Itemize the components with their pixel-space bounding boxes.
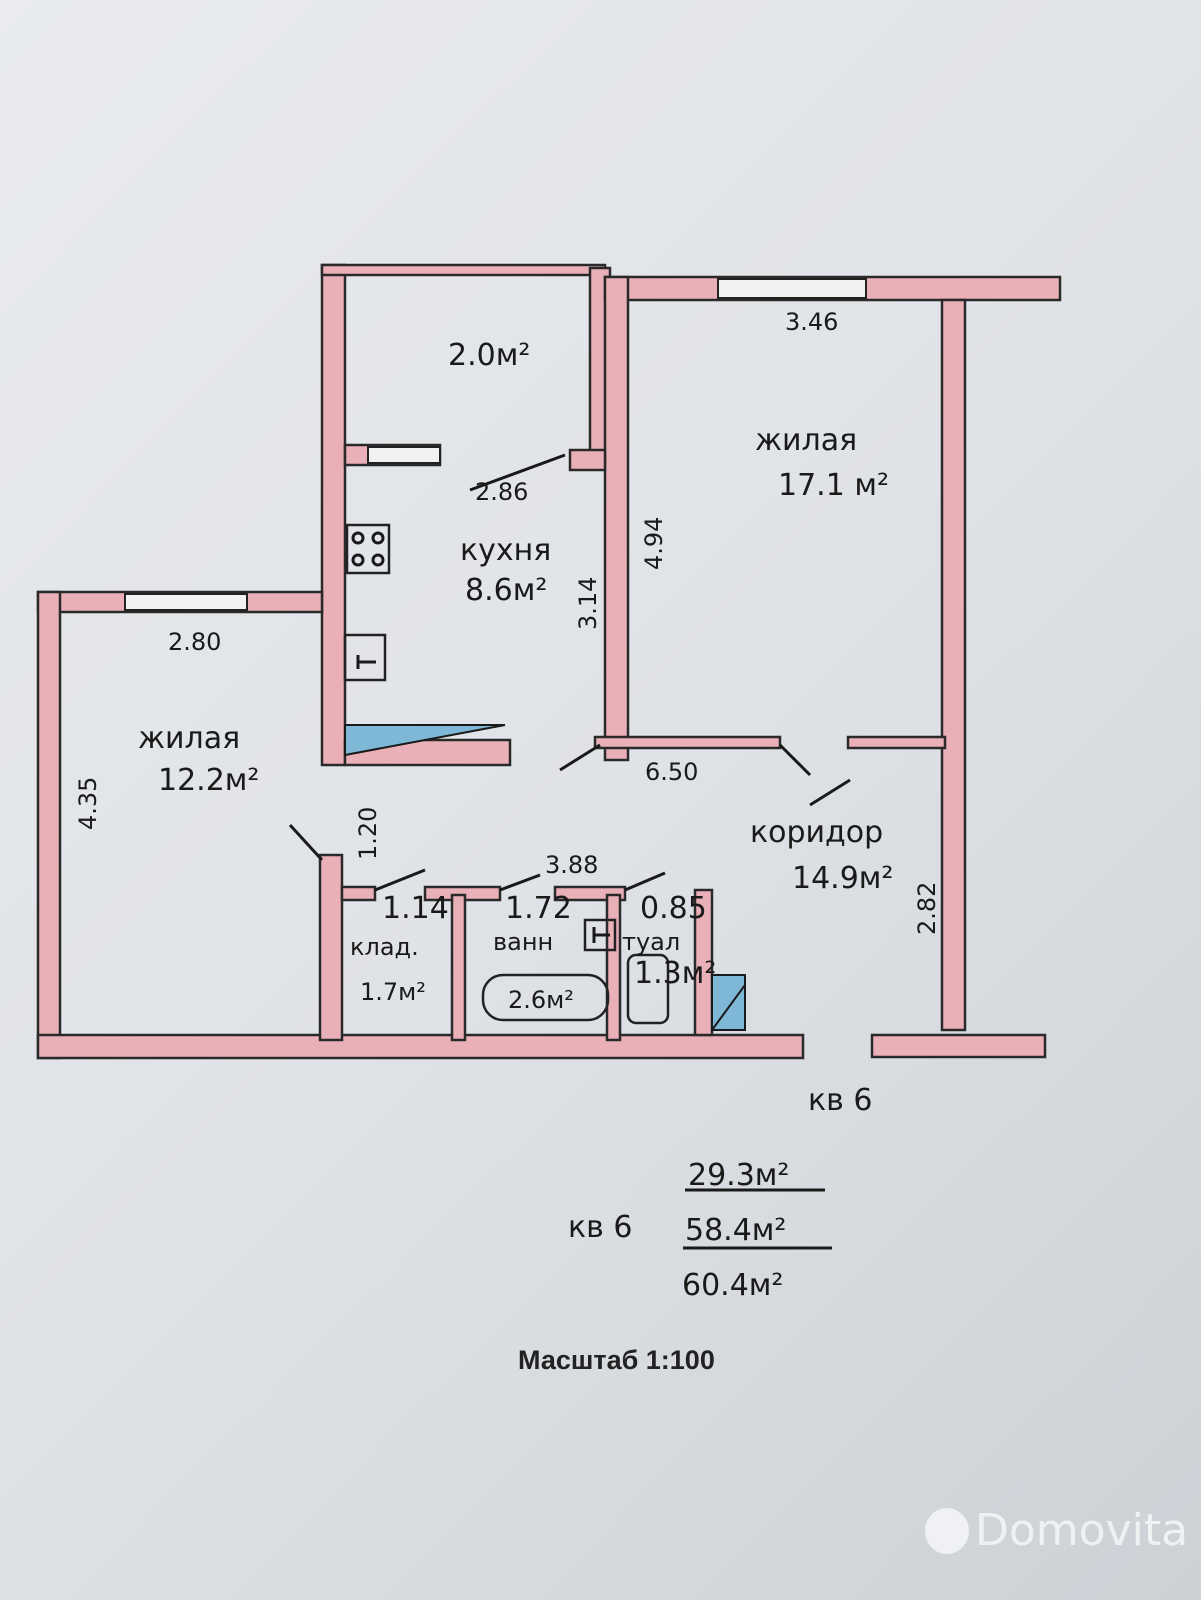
svg-text:12.2м²: 12.2м² bbox=[158, 763, 259, 798]
walls bbox=[36, 263, 1062, 1060]
watermark: Domovita bbox=[925, 1505, 1188, 1556]
svg-text:коридор: коридор bbox=[750, 815, 883, 850]
svg-text:3.14: 3.14 bbox=[574, 577, 602, 630]
area-summary: кв 6 29.3м² 58.4м² 60.4м² bbox=[568, 1158, 832, 1303]
svg-text:2.82: 2.82 bbox=[913, 882, 941, 935]
kitchen-counter bbox=[344, 724, 506, 757]
svg-text:2.6м²: 2.6м² bbox=[508, 986, 574, 1014]
svg-text:4.94: 4.94 bbox=[640, 517, 668, 570]
watermark-text: Domovita bbox=[975, 1505, 1189, 1556]
windows bbox=[124, 278, 867, 611]
svg-text:1.14: 1.14 bbox=[382, 891, 449, 926]
logo-icon bbox=[925, 1507, 969, 1554]
svg-text:6.50: 6.50 bbox=[645, 758, 698, 786]
svg-text:0.85: 0.85 bbox=[640, 891, 707, 926]
svg-text:17.1 м²: 17.1 м² bbox=[778, 468, 889, 503]
svg-text:кв 6: кв 6 bbox=[568, 1210, 632, 1245]
svg-text:1.3м²: 1.3м² bbox=[634, 956, 716, 991]
svg-text:жилая: жилая bbox=[138, 721, 240, 756]
svg-text:8.6м²: 8.6м² bbox=[465, 573, 547, 608]
svg-text:60.4м²: 60.4м² bbox=[682, 1268, 783, 1303]
shaft bbox=[711, 974, 746, 1031]
svg-text:3.46: 3.46 bbox=[785, 308, 838, 336]
dimension-labels: 3.46 2.86 4.94 3.14 2.80 4.35 6.50 1.20 … bbox=[74, 308, 941, 935]
fixtures bbox=[343, 523, 746, 1031]
svg-text:клад.: клад. bbox=[350, 933, 419, 961]
svg-text:2.86: 2.86 bbox=[475, 478, 528, 506]
room-labels: 2.0м² кухня 8.6м² жилая 17.1 м² жилая 12… bbox=[138, 338, 893, 1014]
svg-text:2.80: 2.80 bbox=[168, 628, 221, 656]
svg-text:58.4м²: 58.4м² bbox=[685, 1213, 786, 1248]
svg-text:4.35: 4.35 bbox=[74, 777, 102, 830]
svg-text:ванн: ванн bbox=[493, 928, 553, 956]
svg-text:1.7м²: 1.7м² bbox=[360, 978, 426, 1006]
toilet-icon bbox=[626, 953, 670, 1025]
apartment-label: кв 6 bbox=[808, 1083, 872, 1118]
bathtub-icon bbox=[481, 973, 610, 1022]
svg-text:туал: туал bbox=[622, 928, 680, 956]
stove-icon bbox=[345, 523, 391, 575]
svg-text:жилая: жилая bbox=[755, 423, 857, 458]
svg-text:1.20: 1.20 bbox=[354, 807, 382, 860]
svg-text:14.9м²: 14.9м² bbox=[792, 861, 893, 896]
svg-text:2.0м²: 2.0м² bbox=[448, 338, 530, 373]
sink-icon bbox=[343, 633, 387, 682]
svg-text:3.88: 3.88 bbox=[545, 851, 598, 879]
door-swings bbox=[288, 453, 851, 892]
svg-text:кухня: кухня bbox=[460, 533, 551, 568]
scale-label: Масштаб 1:100 bbox=[518, 1345, 715, 1375]
svg-text:29.3м²: 29.3м² bbox=[688, 1158, 789, 1193]
bath-sink-icon bbox=[583, 918, 617, 952]
svg-text:1.72: 1.72 bbox=[505, 891, 572, 926]
